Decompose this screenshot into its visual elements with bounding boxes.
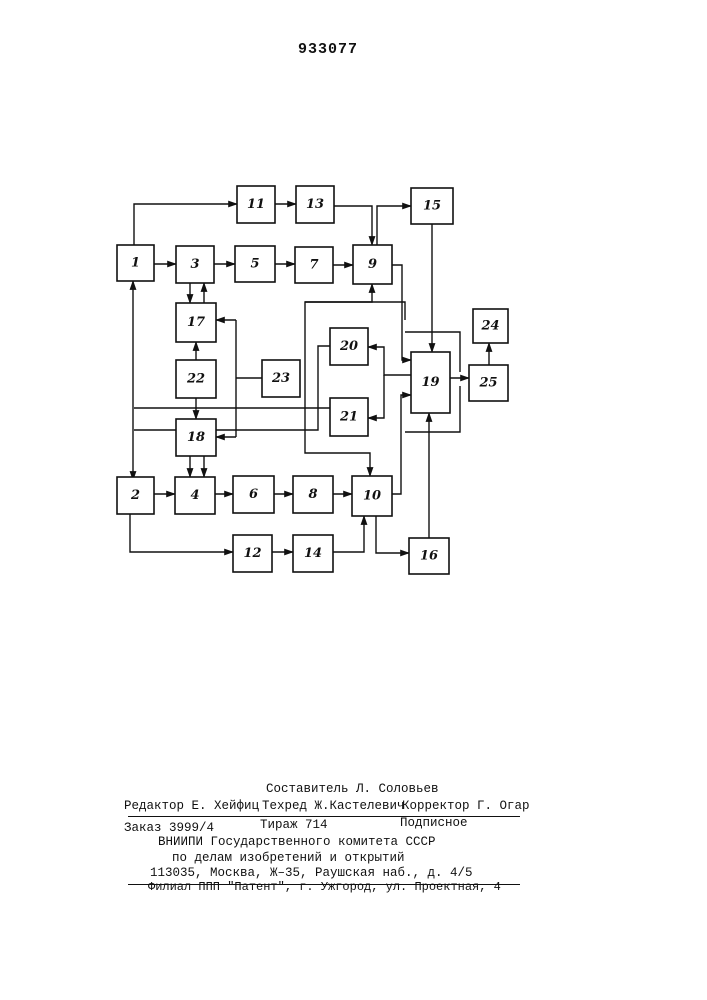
block-7-label: 7 bbox=[309, 258, 318, 273]
block-9: 9 bbox=[353, 245, 392, 284]
block-18: 18 bbox=[176, 419, 216, 456]
block-21-label: 21 bbox=[339, 410, 358, 425]
techred-line: Техред Ж.Кастелевич bbox=[262, 799, 405, 813]
block-3-label: 3 bbox=[190, 257, 199, 272]
block-4-label: 4 bbox=[190, 488, 199, 503]
editor-line: Редактор Е. Хейфиц bbox=[124, 799, 259, 813]
block-24-label: 24 bbox=[480, 319, 499, 334]
organization-line-2: по делам изобретений и открытий bbox=[172, 851, 405, 865]
block-25-label: 25 bbox=[478, 376, 497, 391]
block-22: 22 bbox=[176, 360, 216, 398]
block-17: 17 bbox=[176, 303, 216, 342]
block-24: 24 bbox=[473, 309, 508, 343]
block-23: 23 bbox=[262, 360, 300, 397]
block-19-label: 19 bbox=[421, 375, 439, 390]
block-11: 11 bbox=[237, 186, 275, 223]
block-11-label: 11 bbox=[247, 197, 265, 212]
block-12-label: 12 bbox=[243, 546, 261, 561]
block-20: 20 bbox=[330, 328, 368, 365]
block-23-label: 23 bbox=[271, 371, 290, 386]
block-13-label: 13 bbox=[306, 197, 324, 212]
block-8: 8 bbox=[293, 476, 333, 513]
block-7: 7 bbox=[295, 247, 333, 283]
block-8-label: 8 bbox=[308, 487, 317, 502]
block-6-label: 6 bbox=[249, 487, 258, 502]
block-2: 2 bbox=[117, 477, 154, 514]
circulation-line: Тираж 714 bbox=[260, 818, 328, 832]
compiler-line: Составитель Л. Соловьев bbox=[266, 782, 439, 796]
block-17-label: 17 bbox=[187, 315, 205, 330]
block-12: 12 bbox=[233, 535, 272, 572]
block-13: 13 bbox=[296, 186, 334, 223]
block-21: 21 bbox=[330, 398, 368, 436]
block-1: 1 bbox=[117, 245, 154, 281]
block-5: 5 bbox=[235, 246, 275, 282]
block-15: 15 bbox=[411, 188, 453, 224]
block-18-label: 18 bbox=[187, 430, 205, 445]
block-4: 4 bbox=[175, 477, 215, 514]
block-14: 14 bbox=[293, 535, 333, 572]
block-9-label: 9 bbox=[368, 257, 377, 272]
block-25: 25 bbox=[469, 365, 508, 401]
block-15-label: 15 bbox=[423, 199, 441, 214]
block-16-label: 16 bbox=[420, 549, 438, 564]
branch-line: Филиал ППП "Патент", г. Ужгород, ул. Про… bbox=[148, 880, 501, 894]
block-1-label: 1 bbox=[131, 256, 140, 271]
block-20-label: 20 bbox=[339, 339, 358, 354]
organization-line-1: ВНИИПИ Государственного комитета СССР bbox=[158, 835, 436, 849]
block-5-label: 5 bbox=[250, 257, 259, 272]
subscription-line: Подписное bbox=[400, 816, 468, 830]
block-3: 3 bbox=[176, 246, 214, 283]
block-10-label: 10 bbox=[363, 489, 381, 504]
order-line: Заказ 3999/4 bbox=[124, 821, 214, 835]
block-19: 19 bbox=[411, 352, 450, 413]
block-14-label: 14 bbox=[304, 546, 322, 561]
block-10: 10 bbox=[352, 476, 392, 516]
block-22-label: 22 bbox=[186, 372, 205, 387]
block-2-label: 2 bbox=[130, 488, 140, 503]
address-line: 113035, Москва, Ж–35, Раушская наб., д. … bbox=[150, 866, 473, 880]
corrector-line: Корректор Г. Огар bbox=[402, 799, 530, 813]
block-6: 6 bbox=[233, 476, 274, 513]
block-16: 16 bbox=[409, 538, 449, 574]
